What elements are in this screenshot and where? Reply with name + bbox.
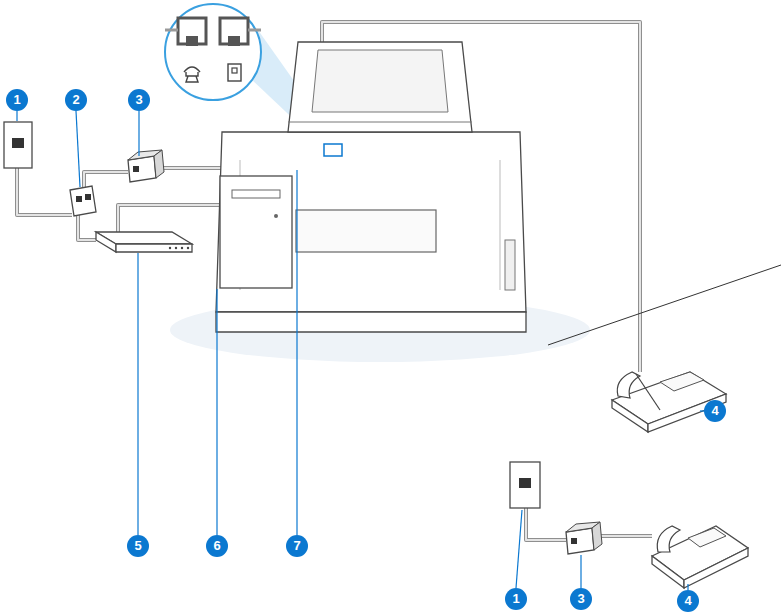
dsl-filter — [128, 150, 164, 182]
port-zoom — [165, 4, 261, 100]
phone-cords — [17, 22, 640, 372]
callout-number: 7 — [286, 535, 308, 557]
callout-number: 2 — [65, 89, 87, 111]
computer — [220, 176, 292, 288]
callout-number: 1 — [505, 588, 527, 610]
splitter — [70, 186, 96, 216]
inset-divider — [548, 265, 781, 345]
wall-jack — [4, 122, 32, 168]
callout-number: 4 — [677, 590, 699, 612]
callout-number: 1 — [6, 89, 28, 111]
callout-number: 5 — [127, 535, 149, 557]
callout-number: 3 — [128, 89, 150, 111]
callout-number: 4 — [704, 400, 726, 422]
dsl-modem — [96, 232, 192, 252]
callout-number: 3 — [570, 588, 592, 610]
callout-number: 6 — [206, 535, 228, 557]
leader-lines — [17, 111, 704, 590]
inset-setup — [510, 462, 748, 588]
printer — [216, 42, 526, 332]
telephone — [612, 372, 726, 432]
